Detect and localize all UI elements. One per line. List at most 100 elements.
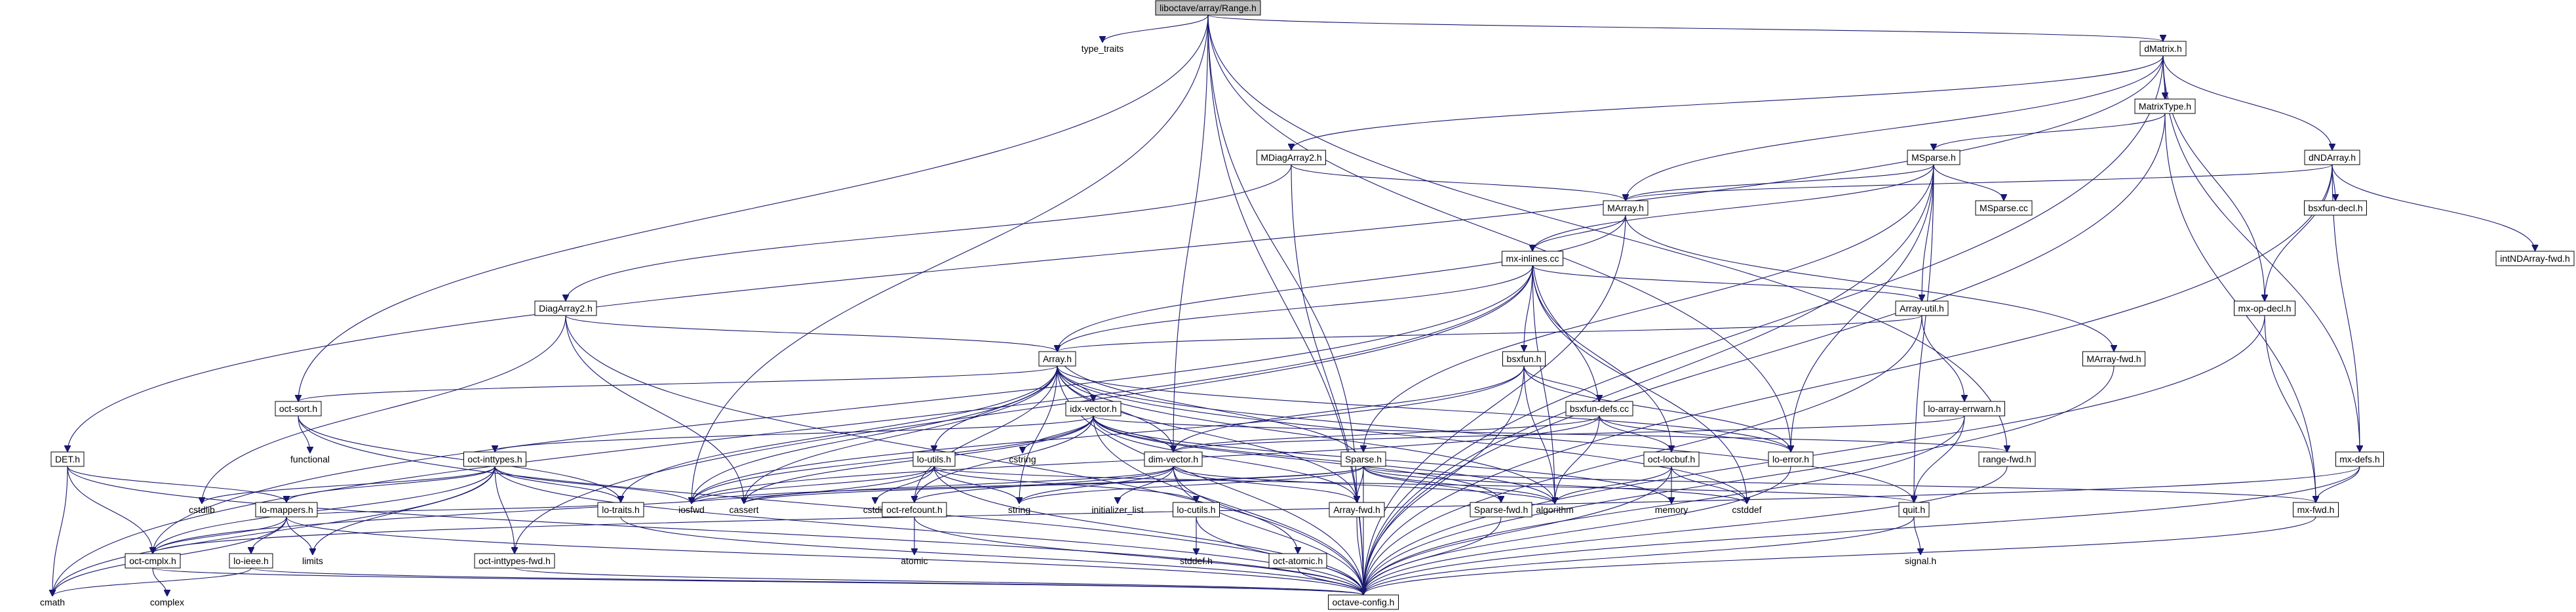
node-oct-cmplx-h[interactable]: oct-cmplx.h <box>125 553 181 569</box>
edge-idx_vector_h-to-octave_config_h <box>1093 415 1363 595</box>
edge-array_h-to-quit_h <box>1057 365 1914 502</box>
node-marray-fwd-h[interactable]: MArray-fwd.h <box>2082 351 2145 367</box>
edge-oct_locbuf_h-to-cstddef <box>1671 466 1747 504</box>
node-array-fwd-h[interactable]: Array-fwd.h <box>1329 502 1385 518</box>
edge-mx_inlines_cc-to-cstddef <box>1532 265 1747 504</box>
node-quit-h[interactable]: quit.h <box>1898 502 1930 518</box>
edge-diagarray2_h-to-octave_config_h <box>565 315 1363 595</box>
node-stddef-h: stddef.h <box>1180 556 1213 566</box>
node-label: atomic <box>901 556 927 566</box>
node-oct-sort-h[interactable]: oct-sort.h <box>275 401 322 417</box>
edge-matrixtype_h-to-msparse_h <box>1934 113 2166 151</box>
edge-msparse_h-to-marray_h <box>1626 164 1934 201</box>
node-label: cstddef <box>1732 504 1761 515</box>
node-array-h[interactable]: Array.h <box>1038 351 1076 367</box>
node-complex: complex <box>150 597 184 607</box>
node-det-h[interactable]: DET.h <box>50 451 85 467</box>
node-box <box>1502 251 1563 266</box>
edge-lo_ieee_h-to-octave_config_h <box>250 567 1363 596</box>
node-box <box>229 553 273 569</box>
node-lo-array-errwarn-h[interactable]: lo-array-errwarn.h <box>1924 401 2005 417</box>
edge-lo_utils_h-to-quit_h <box>933 466 1914 503</box>
edge-mx_op_decl_h-to-octave_config_h <box>1363 315 2265 595</box>
edge-dndarray_h-to-intndarray_fwd_h <box>2332 164 2535 251</box>
node-box <box>2335 451 2384 467</box>
node-lo-traits-h[interactable]: lo-traits.h <box>597 502 644 518</box>
node-lo-cutils-h[interactable]: lo-cutils.h <box>1173 502 1220 518</box>
node-mx-op-decl-h[interactable]: mx-op-decl.h <box>2234 300 2295 316</box>
node-sparse-fwd-h[interactable]: Sparse-fwd.h <box>1470 502 1532 518</box>
node-oct-inttypes-fwd-h[interactable]: oct-inttypes-fwd.h <box>474 553 555 569</box>
node-label: quit.h <box>1903 504 1925 515</box>
edge-bsxfun_h-to-lo_error_h <box>1523 365 1791 452</box>
node-label: Array-util.h <box>1900 303 1944 314</box>
node-bsxfun-h[interactable]: bsxfun.h <box>1502 351 1546 367</box>
node-iosfwd: iosfwd <box>678 504 705 515</box>
node-lo-utils-h[interactable]: lo-utils.h <box>912 451 956 467</box>
edge-dmatrix_h-to-mx_op_decl_h <box>2162 55 2265 301</box>
node-dmatrix-h[interactable]: dMatrix.h <box>2139 41 2187 56</box>
node-bsxfun-decl-h[interactable]: bsxfun-decl.h <box>2304 200 2367 216</box>
node-box <box>1268 553 1327 569</box>
node-oct-inttypes-h[interactable]: oct-inttypes.h <box>463 451 526 467</box>
node-box <box>1924 401 2005 417</box>
node-box <box>2134 98 2196 114</box>
edge-range_h-to-dim_vector_h <box>1173 14 1209 452</box>
node-mx-fwd-h[interactable]: mx-fwd.h <box>2293 502 2339 518</box>
node-intndarray-fwd-h[interactable]: intNDArray-fwd.h <box>2495 251 2575 266</box>
edge-det_h-to-lo_mappers_h <box>67 466 286 503</box>
node-marray-h[interactable]: MArray.h <box>1603 200 1649 216</box>
edge-sparse_h-to-array_h <box>1057 352 1364 467</box>
node-array-util-h[interactable]: Array-util.h <box>1895 300 1949 316</box>
node-dim-vector-h[interactable]: dim-vector.h <box>1144 451 1203 467</box>
node-box <box>2234 300 2295 316</box>
node-label: iosfwd <box>678 504 705 515</box>
node-label: cstdlib <box>189 504 215 515</box>
node-idx-vector-h[interactable]: idx-vector.h <box>1065 401 1122 417</box>
node-cstddef: cstddef <box>1732 504 1761 515</box>
node-matrixtype-h[interactable]: MatrixType.h <box>2134 98 2196 114</box>
node-range-h[interactable]: liboctave/array/Range.h <box>1155 0 1261 16</box>
edge-marray_h-to-marray_fwd_h <box>1625 214 2114 352</box>
node-dndarray-h[interactable]: dNDArray.h <box>2304 150 2360 165</box>
node-lo-error-h[interactable]: lo-error.h <box>1768 451 1814 467</box>
node-box <box>1257 150 1326 165</box>
node-oct-locbuf-h[interactable]: oct-locbuf.h <box>1643 451 1700 467</box>
edge-dmatrix_h-to-mx_defs_h <box>2162 55 2360 452</box>
node-msparse-cc[interactable]: MSparse.cc <box>1975 200 2033 216</box>
node-lo-ieee-h[interactable]: lo-ieee.h <box>229 553 273 569</box>
node-mdiagarray2-h[interactable]: MDiagArray2.h <box>1257 150 1326 165</box>
node-range-fwd-h[interactable]: range-fwd.h <box>1978 451 2036 467</box>
node-mx-defs-h[interactable]: mx-defs.h <box>2335 451 2384 467</box>
node-label: lo-cutils.h <box>1177 504 1215 515</box>
edge-diagarray2_h-to-array_h <box>565 315 1057 352</box>
node-label: cstdio <box>863 504 888 515</box>
edge-oct_inttypes_fwd_h-to-octave_config_h <box>514 567 1363 596</box>
edge-mx_defs_h-to-mx_fwd_h <box>2316 466 2360 503</box>
node-label: cassert <box>729 504 758 515</box>
edge-range_h-to-oct_sort_h <box>298 14 1209 401</box>
edge-range_h-to-dmatrix_h <box>1207 14 2163 42</box>
node-octave-config-h[interactable]: octave-config.h <box>1328 594 1399 610</box>
node-mx-inlines-cc[interactable]: mx-inlines.cc <box>1502 251 1563 266</box>
edge-sparse_h-to-sparse_fwd_h <box>1363 466 1501 503</box>
node-diagarray2-h[interactable]: DiagArray2.h <box>534 300 597 316</box>
node-lo-mappers-h[interactable]: lo-mappers.h <box>255 502 318 518</box>
node-type-traits: type_traits <box>1082 43 1124 54</box>
edge-bsxfun_h-to-iosfwd <box>692 365 1525 504</box>
edge-oct_inttypes_h-to-oct_cmplx_h <box>153 466 496 554</box>
edge-dndarray_h-to-mx_defs_h <box>2332 164 2360 452</box>
node-box <box>1502 351 1546 367</box>
edge-oct_inttypes_h-to-lo_traits_h <box>494 466 621 503</box>
edge-sparse_h-to-iosfwd <box>692 466 1364 504</box>
node-label: algorithm <box>1536 504 1574 515</box>
node-sparse-h[interactable]: Sparse.h <box>1340 451 1386 467</box>
node-bsxfun-defs-cc[interactable]: bsxfun-defs.cc <box>1565 401 1633 417</box>
edge-range_h-to-range_fwd_h <box>1207 14 2007 452</box>
node-oct-atomic-h[interactable]: oct-atomic.h <box>1268 553 1327 569</box>
node-msparse-h[interactable]: MSparse.h <box>1907 150 1961 165</box>
node-oct-refcount-h[interactable]: oct-refcount.h <box>882 502 947 518</box>
node-box <box>1898 502 1930 518</box>
edge-array_h-to-lo_traits_h <box>621 365 1058 502</box>
node-box <box>2082 351 2145 367</box>
